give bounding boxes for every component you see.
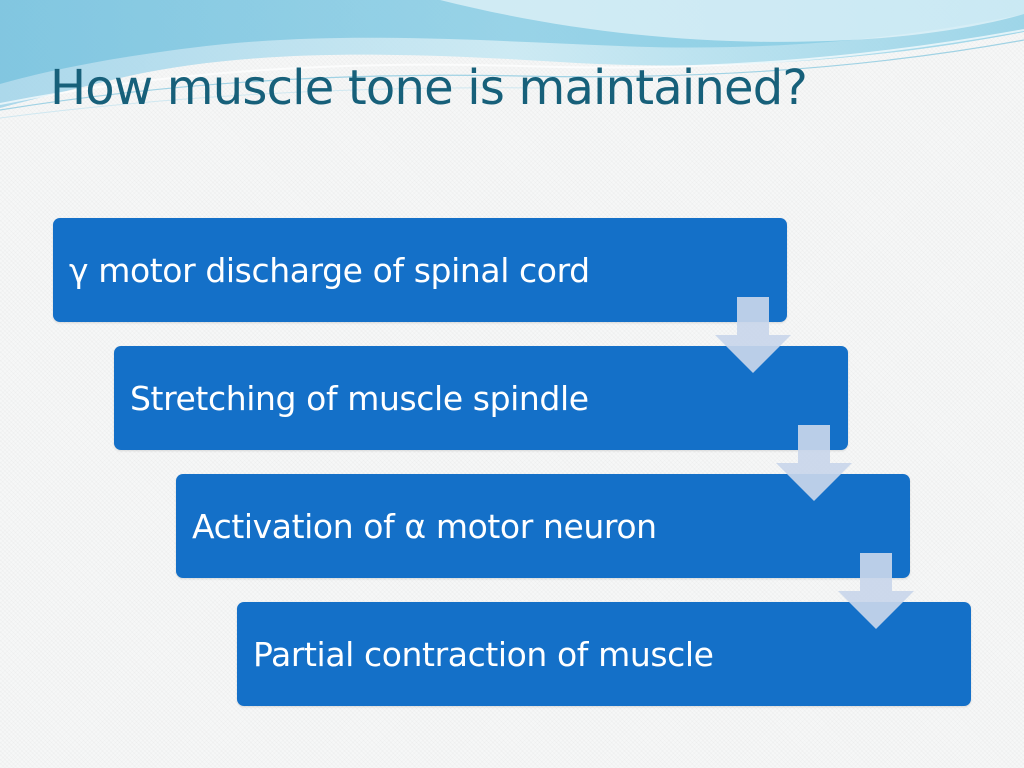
flow-step-alpha-motor-activation: Activation of α motor neuron <box>176 474 910 578</box>
down-arrow-icon <box>838 553 914 629</box>
slide-title: How muscle tone is maintained? <box>50 60 808 116</box>
flow-step-label: Activation of α motor neuron <box>192 506 657 546</box>
down-arrow-icon <box>715 297 791 373</box>
flow-step-label: Partial contraction of muscle <box>253 634 714 674</box>
header-wave-decoration <box>0 0 1024 119</box>
flow-step-gamma-motor-discharge: γ motor discharge of spinal cord <box>53 218 787 322</box>
flow-step-label: Stretching of muscle spindle <box>130 378 589 418</box>
flow-step-spindle-stretching: Stretching of muscle spindle <box>114 346 848 450</box>
flow-step-partial-contraction: Partial contraction of muscle <box>237 602 971 706</box>
down-arrow-icon <box>776 425 852 501</box>
flow-step-label: γ motor discharge of spinal cord <box>69 250 590 290</box>
